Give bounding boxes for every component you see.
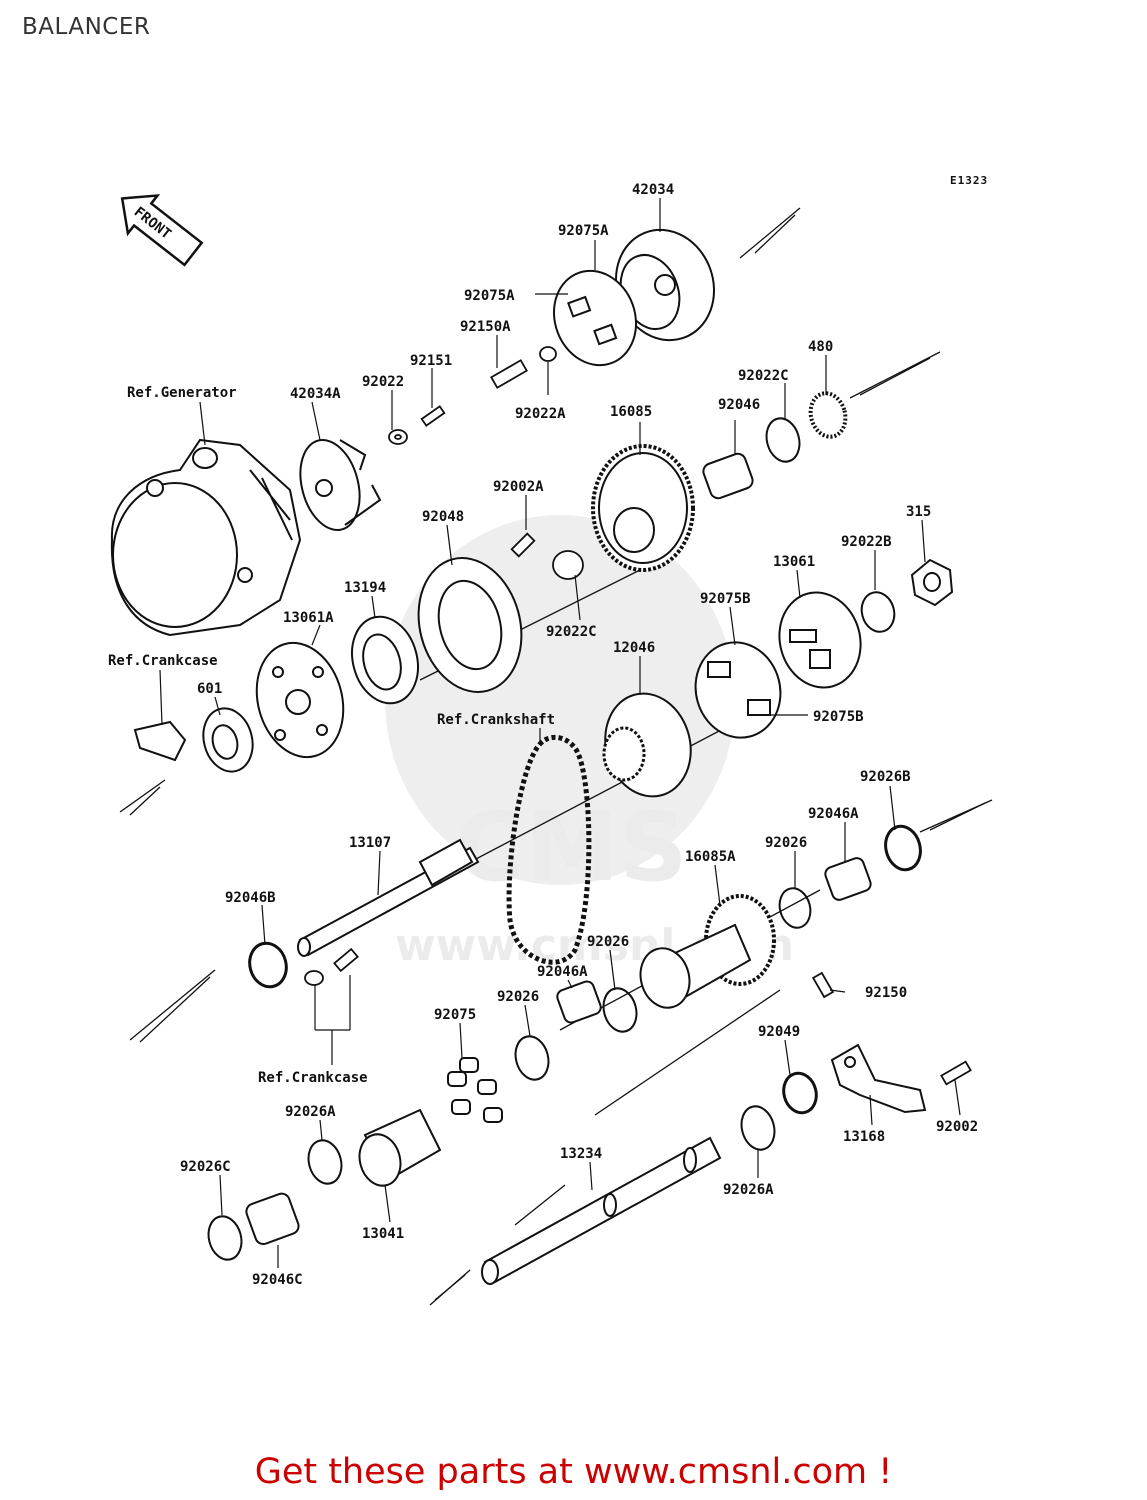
label-315[interactable]: 315 [906, 504, 931, 520]
label-480[interactable]: 480 [808, 339, 833, 355]
label-13061A[interactable]: 13061A [283, 610, 334, 626]
label-92026-middle[interactable]: 92026 [587, 934, 629, 950]
label-92075A-lower[interactable]: 92075A [464, 288, 515, 304]
label-92046[interactable]: 92046 [718, 397, 760, 413]
label-92022C-lower[interactable]: 92022C [546, 624, 597, 640]
part-13061A-drawing [255, 641, 345, 759]
part-92046A-drawing [556, 857, 872, 1024]
label-92150[interactable]: 92150 [865, 985, 907, 1001]
label-92046A-lower[interactable]: 92046A [537, 964, 588, 980]
part-92046-drawing [702, 452, 754, 500]
label-13041[interactable]: 13041 [362, 1226, 404, 1242]
part-16085A-drawing [639, 894, 776, 1009]
part-13234-shaft [481, 1136, 722, 1285]
label-92022A[interactable]: 92022A [515, 406, 566, 422]
label-92022[interactable]: 92022 [362, 374, 404, 390]
label-92026-lower[interactable]: 92026 [497, 989, 539, 1005]
part-92049-drawing [782, 1071, 818, 1115]
part-13168-drawing [830, 1043, 927, 1114]
label-13107[interactable]: 13107 [349, 835, 391, 851]
part-92026B-drawing [884, 824, 922, 872]
part-12046-drawing [602, 692, 692, 798]
label-42034[interactable]: 42034 [632, 182, 674, 198]
drawing-code: E1323 [950, 174, 988, 187]
label-16085A[interactable]: 16085A [685, 849, 736, 865]
rings [207, 391, 896, 1261]
label-92022C-upper[interactable]: 92022C [738, 368, 789, 384]
leader-lines [159, 198, 961, 1268]
part-92075B-drawing [694, 641, 782, 739]
part-315-nut [910, 558, 954, 607]
label-92075B-lower[interactable]: 92075B [813, 709, 864, 725]
label-92046B[interactable]: 92046B [225, 890, 276, 906]
label-92075B-upper[interactable]: 92075B [700, 591, 751, 607]
label-92002[interactable]: 92002 [936, 1119, 978, 1135]
part-92075-drawing [447, 1057, 503, 1123]
drive-chain [506, 734, 592, 965]
part-42034A-drawing [299, 438, 382, 532]
small-fasteners [304, 346, 972, 1086]
label-92150A[interactable]: 92150A [460, 319, 511, 335]
label-ref-generator[interactable]: Ref.Generator [127, 385, 237, 401]
part-601-drawing [133, 707, 254, 773]
label-13234[interactable]: 13234 [560, 1146, 602, 1162]
label-13168[interactable]: 13168 [843, 1129, 885, 1145]
label-42034A[interactable]: 42034A [290, 386, 341, 402]
part-16085-drawing [591, 444, 695, 572]
part-13041-drawing [358, 1108, 442, 1187]
svg-text:CMS: CMS [455, 793, 688, 903]
part-92046C-drawing [245, 1192, 300, 1246]
generator-cover [110, 438, 302, 637]
label-601[interactable]: 601 [197, 681, 222, 697]
label-92049[interactable]: 92049 [758, 1024, 800, 1040]
label-92151[interactable]: 92151 [410, 353, 452, 369]
part-13194-drawing [351, 615, 419, 705]
label-92026A-right[interactable]: 92026A [723, 1182, 774, 1198]
label-92046A-upper[interactable]: 92046A [808, 806, 859, 822]
label-92026-upper[interactable]: 92026 [765, 835, 807, 851]
label-13194[interactable]: 13194 [344, 580, 386, 596]
label-92022B[interactable]: 92022B [841, 534, 892, 550]
page-title: BALANCER [22, 14, 151, 40]
label-92026C[interactable]: 92026C [180, 1159, 231, 1175]
label-92026B[interactable]: 92026B [860, 769, 911, 785]
label-13061[interactable]: 13061 [773, 554, 815, 570]
label-ref-crankcase-lower[interactable]: Ref.Crankcase [258, 1070, 368, 1086]
label-92075[interactable]: 92075 [434, 1007, 476, 1023]
front-arrow-icon: FRONT [120, 194, 204, 267]
part-13107-shaft [297, 838, 480, 957]
label-92002A[interactable]: 92002A [493, 479, 544, 495]
label-12046[interactable]: 12046 [613, 640, 655, 656]
part-92048-drawing [417, 557, 523, 693]
label-16085[interactable]: 16085 [610, 404, 652, 420]
label-ref-crankcase-upper[interactable]: Ref.Crankcase [108, 653, 218, 669]
label-92048[interactable]: 92048 [422, 509, 464, 525]
label-92075A-upper[interactable]: 92075A [558, 223, 609, 239]
label-92026A-left[interactable]: 92026A [285, 1104, 336, 1120]
footer-cta-link[interactable]: Get these parts at www.cmsnl.com ! [254, 1452, 893, 1492]
part-92075A-drawing [552, 269, 638, 367]
label-ref-crankshaft[interactable]: Ref.Crankshaft [437, 712, 555, 728]
part-13061-drawing [778, 591, 862, 689]
part-92046B-drawing [248, 941, 288, 989]
label-92046C[interactable]: 92046C [252, 1272, 303, 1288]
